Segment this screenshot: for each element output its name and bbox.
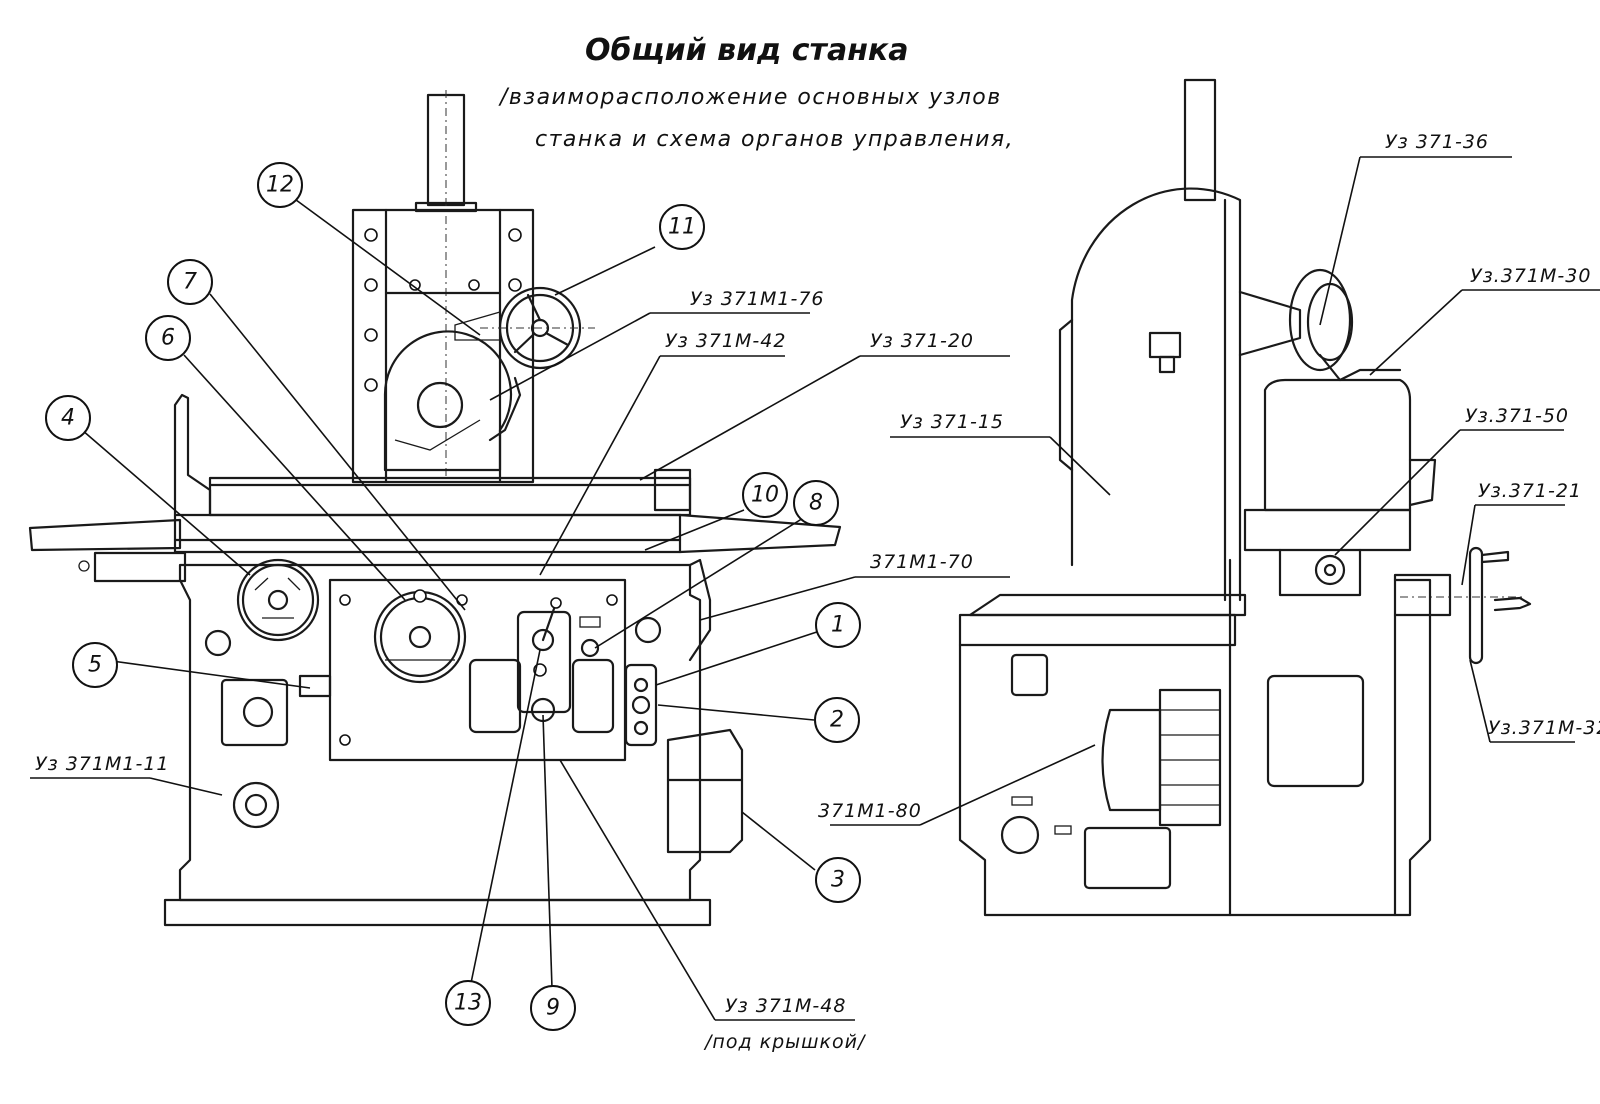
svg-text:10: 10 <box>751 483 779 508</box>
column-housing <box>1070 187 1242 602</box>
svg-text:8: 8 <box>809 491 823 516</box>
saddle <box>1243 508 1412 552</box>
worktable <box>173 513 682 554</box>
label-u70: 371М1-70 <box>870 551 974 573</box>
base <box>163 898 712 927</box>
svg-text:4: 4 <box>61 406 75 431</box>
motor <box>1101 688 1222 827</box>
callout-8: 8 <box>793 480 839 526</box>
label-u36: Уз 371-36 <box>1385 131 1489 153</box>
wheel-guard <box>383 330 513 472</box>
switch-panel <box>624 663 658 747</box>
wheel-head <box>351 208 535 484</box>
callout-1: 1 <box>815 602 861 648</box>
svg-text:12: 12 <box>266 173 294 198</box>
callout-4: 4 <box>45 395 91 441</box>
svg-text:1: 1 <box>831 613 845 638</box>
svg-text:3: 3 <box>831 868 845 893</box>
spindle-column-side <box>1183 78 1217 202</box>
label-u42: Уз 371М-42 <box>665 330 786 352</box>
svg-text:6: 6 <box>161 326 175 351</box>
svg-text:2: 2 <box>830 708 844 733</box>
splash-guard <box>173 393 212 517</box>
svg-text:13: 13 <box>454 991 482 1016</box>
callout-7: 7 <box>167 259 213 305</box>
label-u80: 371М1-80 <box>818 800 922 822</box>
callout-6: 6 <box>145 315 191 361</box>
label-u20: Уз 371-20 <box>870 330 974 352</box>
svg-text:5: 5 <box>88 653 102 678</box>
table-left-end <box>28 518 182 552</box>
drawing-subtitle-line2: станка и схема органов управления, <box>535 127 1014 152</box>
label-u11: Уз 371М1-11 <box>35 753 170 775</box>
crossfeed-housing <box>1393 573 1452 617</box>
label-u76: Уз 371М1-76 <box>690 288 825 310</box>
side-view <box>958 78 1532 917</box>
assembly-labels: Уз 371М1-76 Уз 371М-42 Уз 371-20 371М1-7… <box>35 131 1600 1053</box>
label-u50: Уз.371-50 <box>1465 405 1569 427</box>
label-u30: Уз.371М-30 <box>1470 265 1591 287</box>
motor-cover <box>1263 378 1412 512</box>
handwheel-cross-feed <box>373 589 467 684</box>
label-u32: Уз.371М-32 <box>1488 717 1600 739</box>
lever-panel <box>516 610 572 714</box>
handwheel-table-traverse <box>236 558 320 642</box>
svg-text:11: 11 <box>668 215 696 240</box>
side-access-panel <box>1266 674 1365 788</box>
callout-12: 12 <box>257 162 303 208</box>
label-u21: Уз.371-21 <box>1478 480 1582 502</box>
svg-text:7: 7 <box>183 270 197 295</box>
callout-11: 11 <box>659 204 705 250</box>
callout-2: 2 <box>814 697 860 743</box>
electrical-box <box>666 728 744 854</box>
callout-5: 5 <box>72 642 118 688</box>
drawing-subtitle-line1: /взаиморасположение основных узлов <box>498 85 1002 110</box>
handwheel-vertical-feed <box>454 286 595 370</box>
leader-lines <box>30 156 1600 1021</box>
drawing-title: Общий вид станка <box>585 33 909 68</box>
front-panel <box>328 578 627 762</box>
svg-text:9: 9 <box>546 996 560 1021</box>
side-table <box>968 593 1247 617</box>
side-base <box>958 578 1432 917</box>
front-view <box>28 90 842 927</box>
label-u48-note: /под крышкой/ <box>703 1031 867 1053</box>
label-u15: Уз 371-15 <box>900 411 1004 433</box>
callout-13: 13 <box>445 980 491 1026</box>
callout-9: 9 <box>530 985 576 1031</box>
callout-10: 10 <box>742 472 788 518</box>
bed <box>178 563 702 902</box>
label-u48: Уз 371М-48 <box>725 995 846 1017</box>
callout-3: 3 <box>815 857 861 903</box>
